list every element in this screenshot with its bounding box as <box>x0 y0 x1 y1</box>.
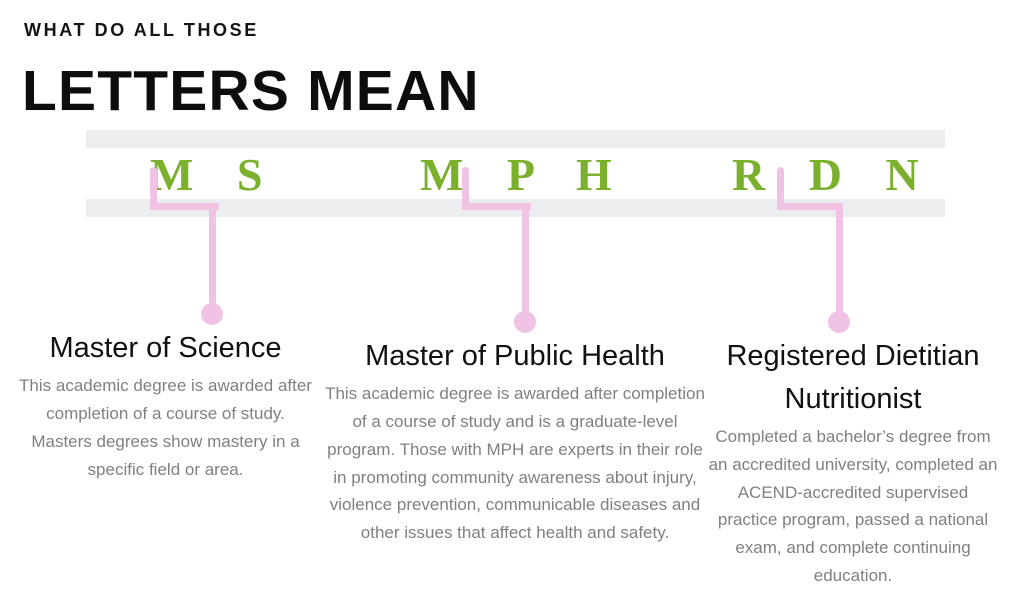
column-heading: Master of Science <box>49 332 282 364</box>
acronym-mph: M P H <box>420 149 628 200</box>
connector-dot-icon <box>201 303 223 325</box>
column-mph: Master of Public Health This academic de… <box>324 335 706 547</box>
connector-horizontal-icon <box>150 203 219 210</box>
column-rdn: Registered Dietitian Nutritionist Comple… <box>706 335 1000 590</box>
acronym-ms: M S <box>150 149 279 200</box>
eyebrow-text: WHAT DO ALL THOSE <box>24 20 259 40</box>
decorative-band-top <box>86 130 945 148</box>
connector-dot-icon <box>514 311 536 333</box>
infographic-canvas: WHAT DO ALL THOSE LETTERS MEAN M S M P H… <box>14 20 997 585</box>
connector-horizontal-icon <box>462 203 531 210</box>
connector-dot-icon <box>828 311 850 333</box>
page-title: LETTERS MEAN <box>22 59 480 123</box>
column-body-text: This academic degree is awarded after co… <box>325 383 705 543</box>
connector-vertical-icon <box>209 203 216 315</box>
column-ms: Master of Science This academic degree i… <box>14 327 317 483</box>
column-heading: Registered Dietitian Nutritionist <box>726 340 980 415</box>
connector-stub-icon <box>777 167 784 210</box>
connector-horizontal-icon <box>777 203 843 210</box>
column-heading: Master of Public Health <box>365 340 665 372</box>
connector-stub-icon <box>150 167 157 210</box>
connector-stub-icon <box>462 167 469 210</box>
acronym-rdn: R D N <box>732 149 935 200</box>
column-body-text: This academic degree is awarded after co… <box>19 375 312 479</box>
connector-vertical-icon <box>522 203 529 323</box>
connector-vertical-icon <box>836 203 843 323</box>
column-body-text: Completed a bachelor’s degree from an ac… <box>708 426 998 586</box>
